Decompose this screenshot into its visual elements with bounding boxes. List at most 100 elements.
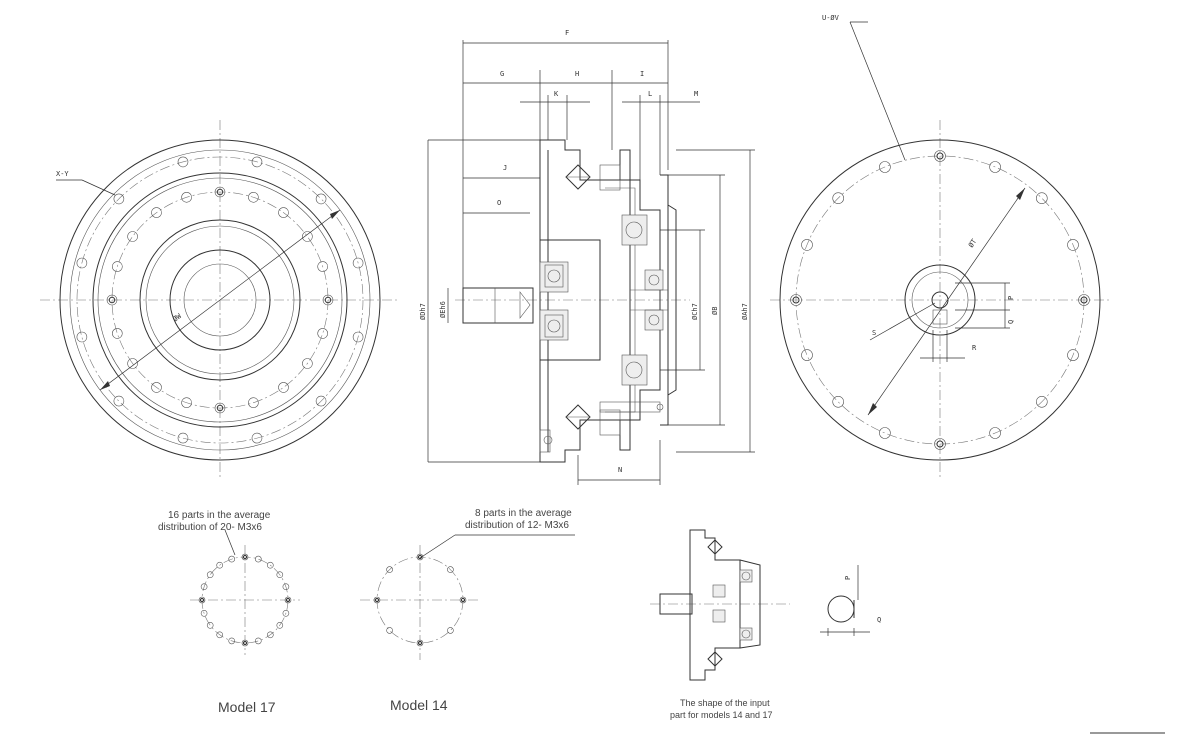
model14-hole-inner <box>417 640 423 646</box>
dim-j: J <box>503 164 507 172</box>
inner-bolt-hole <box>317 261 329 272</box>
outer-bolt-hole <box>76 257 88 269</box>
inner-bolt-hole <box>181 192 192 203</box>
input-bolt-hole-inner <box>1080 296 1088 304</box>
input-bolt-hole <box>989 161 1001 173</box>
model17-hole <box>266 631 274 639</box>
dim-dia-a: ØAh7 <box>741 303 749 320</box>
input-shape-line2: part for models 14 and 17 <box>670 710 773 720</box>
inner-bolt-hole-inner <box>324 296 332 304</box>
inner-bolt-hole <box>151 382 162 393</box>
model17-hole <box>200 609 208 617</box>
model14-note-line2: distribution of 12- M3x6 <box>465 520 569 531</box>
model17-hole <box>254 637 262 645</box>
input-bolt-hole <box>790 294 802 306</box>
model17-hole <box>276 621 284 629</box>
outer-bolt-hole <box>251 432 263 444</box>
model17-hole <box>216 631 223 639</box>
model17-note-line2: distribution of 20- M3x6 <box>158 522 262 533</box>
input-bolt-hole <box>989 427 1001 439</box>
model14-hole-inner <box>374 597 380 603</box>
input-bolt-hole <box>934 438 946 450</box>
dim-p: P <box>1007 296 1015 300</box>
dim-r: R <box>972 344 977 352</box>
model17-hole-inner <box>242 554 248 560</box>
dim-dia-c: ØCh7 <box>691 303 699 320</box>
outer-bolt-hole <box>177 432 189 444</box>
input-shape-line1: The shape of the input <box>680 698 770 708</box>
callout-x-y: X-Y <box>56 170 69 178</box>
model17-hole <box>241 639 249 647</box>
model17-hole <box>282 609 290 617</box>
input-bolt-hole <box>1067 349 1079 361</box>
model14-hole-inner <box>460 597 466 603</box>
dim-o: O <box>497 199 501 207</box>
inner-bolt-hole <box>248 397 259 409</box>
dim-i: I <box>640 70 644 78</box>
dim-h: H <box>575 70 579 78</box>
outer-bolt-hole <box>352 257 364 269</box>
outer-bolt-hole <box>352 331 364 343</box>
inner-bolt-hole <box>214 402 226 414</box>
input-bolt-hole-inner <box>792 296 800 304</box>
model17-hole <box>284 596 292 604</box>
input-bolt-hole-inner <box>936 152 944 160</box>
inner-bolt-hole <box>302 358 313 369</box>
dim-dia-b: ØB <box>711 307 719 315</box>
input-bolt-hole-inner <box>936 440 944 448</box>
input-bolt-hole <box>879 427 891 439</box>
dim-m: M <box>694 90 698 98</box>
inner-bolt-hole-inner <box>108 296 116 304</box>
key-p: P <box>844 576 852 580</box>
dim-n: N <box>618 466 622 474</box>
outer-bolt-hole <box>315 193 327 205</box>
dim-dia-d: ØDh7 <box>419 303 427 320</box>
model17-hole <box>198 596 206 604</box>
model17-hole <box>206 621 214 629</box>
inner-bolt-hole <box>278 207 289 218</box>
dim-f: F <box>565 29 569 37</box>
model14-hole <box>447 566 454 573</box>
dim-dia-e: ØEh6 <box>439 301 447 318</box>
model14-hole <box>386 566 393 573</box>
inner-bolt-hole <box>112 261 123 272</box>
input-bolt-hole <box>801 349 813 361</box>
outer-bolt-hole <box>251 156 263 168</box>
model17-hole <box>200 583 208 591</box>
key-shape-detail: Q P <box>820 565 881 636</box>
model17-hole-inner <box>199 597 205 603</box>
callout-u-v: U-ØV <box>822 14 840 22</box>
model14-detail: 8 parts in the average distribution of 1… <box>360 508 575 713</box>
model14-label: Model 14 <box>390 697 448 713</box>
model17-hole <box>282 583 290 591</box>
model17-hole <box>254 555 262 563</box>
model14-hole <box>447 627 454 634</box>
center-section-view: F G H I K L M J O ØDh7 ØEh6 ØCh7 <box>419 29 755 485</box>
dim-l: L <box>648 90 652 98</box>
model17-hole <box>206 571 214 579</box>
input-bolt-hole <box>879 161 891 173</box>
input-bolt-hole <box>1036 395 1048 408</box>
inner-bolt-hole <box>151 207 162 218</box>
inner-bolt-hole <box>127 231 138 242</box>
inner-bolt-hole <box>322 294 334 306</box>
inner-bolt-hole <box>112 328 123 339</box>
model17-note-line1: 16 parts in the average <box>168 510 271 521</box>
model17-detail: 16 parts in the average distribution of … <box>158 510 300 715</box>
model14-hole <box>373 596 381 604</box>
model17-label: Model 17 <box>218 699 276 715</box>
model14-note-line1: 8 parts in the average <box>475 508 572 519</box>
inner-bolt-hole <box>278 382 289 393</box>
inner-bolt-hole <box>302 231 313 242</box>
model14-hole <box>416 553 424 561</box>
inner-bolt-hole <box>214 186 226 198</box>
model17-hole <box>266 561 274 569</box>
inner-bolt-hole <box>248 192 259 203</box>
inner-bolt-hole <box>127 358 138 369</box>
model17-hole <box>276 571 284 579</box>
input-bolt-hole <box>832 192 845 204</box>
outer-bolt-hole <box>113 395 125 407</box>
model17-hole <box>228 555 235 563</box>
